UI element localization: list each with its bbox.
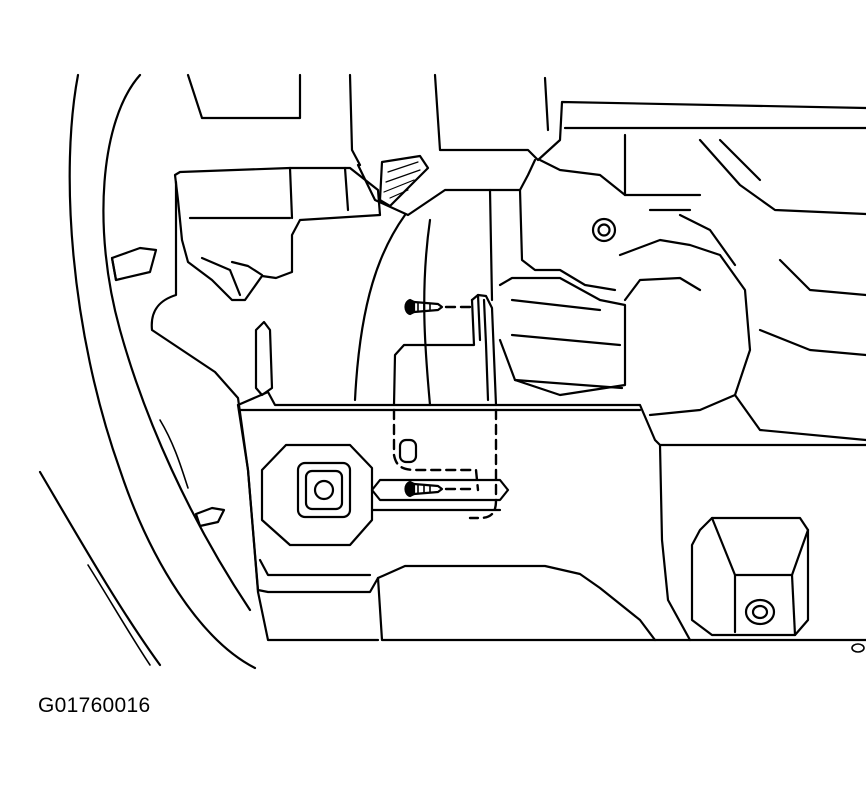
right-oval-mount (690, 516, 810, 637)
upper-fastener-hole (591, 217, 617, 243)
left-mounting-block (150, 166, 382, 594)
lower-panel-seam (256, 590, 380, 642)
hidden-bracket-outline (392, 408, 498, 520)
left-post (254, 320, 274, 397)
lower-screw (404, 480, 478, 498)
left-clip-tab-upper (110, 246, 158, 282)
right-duct-structure (498, 208, 866, 442)
main-lower-bracket (236, 390, 866, 642)
hatched-wedge (378, 154, 430, 208)
figure-code: G01760016 (38, 694, 151, 717)
left-clip-tab-lower (194, 506, 226, 528)
edge-pin-hole (851, 643, 865, 653)
left-outer-panel (38, 73, 257, 670)
small-slot (398, 438, 418, 464)
slotted-track (258, 478, 510, 577)
upper-panel-structure (186, 73, 866, 216)
central-channel (353, 158, 627, 407)
upper-screw (404, 298, 474, 316)
left-square-mount (260, 443, 374, 547)
removable-bracket (392, 293, 498, 407)
